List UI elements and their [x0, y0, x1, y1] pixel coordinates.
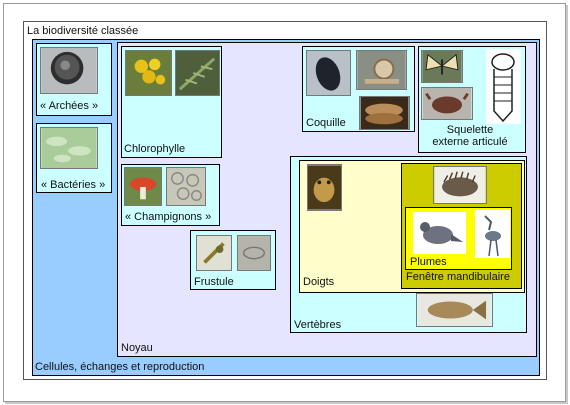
- diatom-image: [196, 235, 232, 271]
- label-squelette: Squelette externe articulé: [432, 124, 508, 148]
- label-chlorophylle: Chlorophylle: [124, 143, 186, 155]
- label-bacteries: « Bactéries »: [41, 179, 106, 191]
- frog-image: [307, 164, 342, 211]
- butterfly-image: [421, 50, 463, 83]
- diagram-title: La biodiversité classée: [27, 25, 139, 37]
- diatom-micro-image: [237, 235, 271, 271]
- plant-flower-image: [125, 50, 172, 96]
- trilobite-image: [486, 49, 521, 124]
- fish-image: [416, 293, 493, 327]
- plant-fern-image: [175, 50, 220, 96]
- label-vertebres: Vertèbres: [294, 319, 342, 331]
- label-plumes: Plumes: [410, 256, 447, 268]
- pigeon-image: [413, 212, 466, 254]
- label-doigts: Doigts: [303, 276, 335, 288]
- label-noyau: Noyau: [121, 342, 153, 354]
- label-fenetre-mandibulaire: Fenêtre mandibulaire: [406, 271, 510, 283]
- label-coquille: Coquille: [306, 117, 346, 129]
- label-archees: « Archées »: [40, 100, 99, 112]
- snail-image: [356, 50, 407, 90]
- bacterie-image: [40, 127, 98, 169]
- crab-image: [421, 87, 473, 120]
- hedgehog-image: [433, 166, 487, 204]
- label-frustule: Frustule: [194, 276, 234, 288]
- mushroom-image: [124, 167, 162, 206]
- archee-image: [40, 47, 98, 94]
- yeast-image: [166, 167, 206, 206]
- label-cellules: Cellules, échanges et reproduction: [35, 361, 205, 373]
- label-champignons: « Champignons »: [125, 211, 212, 223]
- mussel-image: [306, 50, 351, 96]
- heron-image: [475, 210, 510, 258]
- scallop-image: [359, 96, 410, 130]
